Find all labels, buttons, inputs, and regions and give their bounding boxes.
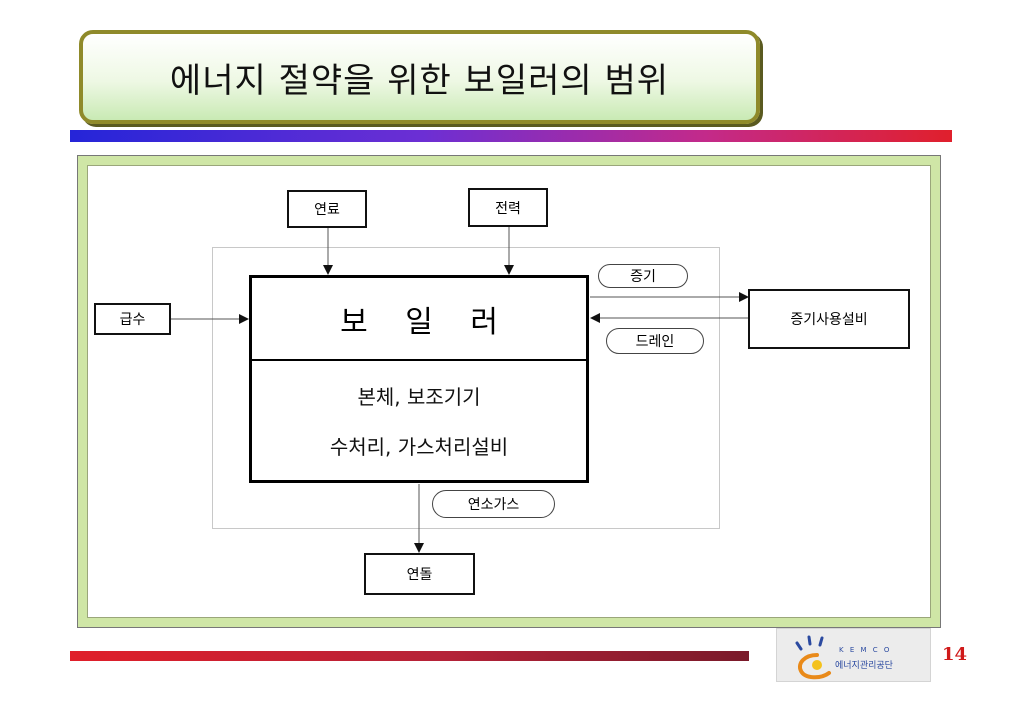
steam-flow-label: 증기 xyxy=(598,264,688,288)
boiler-title: 보 일 러 xyxy=(252,278,586,361)
flue-gas-flow-label: 연소가스 xyxy=(432,490,555,518)
sun-swirl-icon xyxy=(795,635,831,680)
boiler-box: 보 일 러 본체, 보조기기 수처리, 가스처리설비 xyxy=(249,275,589,483)
feedwater-label: 급수 xyxy=(119,312,146,328)
page-number: 14 xyxy=(942,644,968,665)
steam-text: 증기 xyxy=(630,269,656,285)
feedwater-box: 급수 xyxy=(94,303,171,335)
fuel-label: 연료 xyxy=(314,202,340,218)
logo-ko-text: 에너지관리공단 xyxy=(835,661,893,671)
drain-flow-label: 드레인 xyxy=(606,328,704,354)
fuel-box: 연료 xyxy=(287,190,367,228)
slide-title: 에너지 절약을 위한 보일러의 범위 xyxy=(169,60,670,101)
power-box: 전력 xyxy=(468,188,548,227)
logo-en-text: K E M C O xyxy=(839,646,892,654)
steam-consumer-box: 증기사용설비 xyxy=(748,289,910,349)
flue-gas-text: 연소가스 xyxy=(467,497,520,513)
kemco-logo: K E M C O 에너지관리공단 xyxy=(776,628,931,682)
power-label: 전력 xyxy=(495,200,521,217)
title-box: 에너지 절약을 위한 보일러의 범위 xyxy=(79,30,760,124)
chimney-box: 연돌 xyxy=(364,553,475,595)
drain-text: 드레인 xyxy=(635,334,675,350)
boiler-components-line1: 본체, 보조기기 xyxy=(357,385,481,409)
boiler-scope-region xyxy=(212,247,720,529)
boiler-components-line2: 수처리, 가스처리설비 xyxy=(329,435,509,459)
chimney-label: 연돌 xyxy=(406,567,433,583)
steam-consumer-label: 증기사용설비 xyxy=(790,312,868,328)
top-divider xyxy=(70,130,952,142)
bottom-divider xyxy=(70,651,749,661)
